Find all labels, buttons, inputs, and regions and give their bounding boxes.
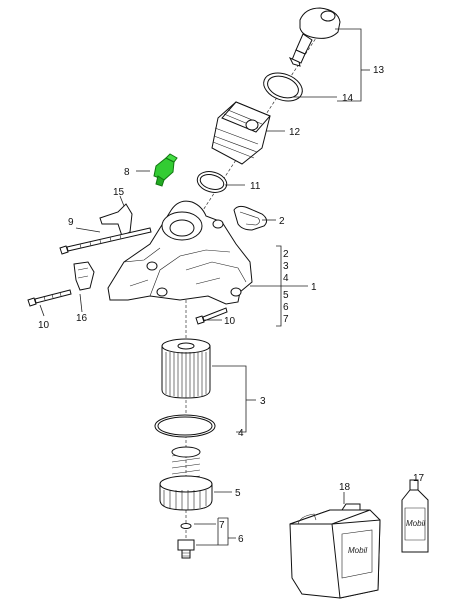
label-8: 8 bbox=[124, 167, 130, 178]
label-3: 3 bbox=[260, 396, 266, 407]
part-1-filter-housing[interactable] bbox=[107, 200, 253, 305]
label-12: 12 bbox=[289, 127, 301, 138]
label-4: 4 bbox=[238, 428, 244, 439]
label-18: 18 bbox=[339, 482, 351, 493]
label-15: 15 bbox=[113, 187, 125, 198]
part-8-sensor[interactable] bbox=[153, 153, 178, 187]
label-7: 7 bbox=[219, 520, 225, 531]
label-10-right: 10 bbox=[224, 316, 236, 327]
label-16: 16 bbox=[76, 313, 88, 324]
part-10-bolt-right[interactable] bbox=[195, 307, 228, 325]
label-9: 9 bbox=[68, 217, 74, 228]
label-group-7: 7 bbox=[283, 314, 289, 325]
label-1: 1 bbox=[311, 282, 317, 293]
part-6-drain-plug[interactable] bbox=[177, 539, 195, 559]
part-7-seal[interactable] bbox=[180, 523, 192, 529]
label-group-2: 2 bbox=[283, 249, 289, 260]
part-4-o-ring[interactable] bbox=[154, 414, 216, 438]
canister-brand-text: Mobil bbox=[348, 546, 367, 555]
bottle-brand-text: Mobil bbox=[406, 519, 425, 528]
part-9-bolt[interactable] bbox=[59, 227, 152, 255]
part-14-seal-ring[interactable] bbox=[260, 68, 306, 106]
label-17: 17 bbox=[413, 473, 425, 484]
label-14: 14 bbox=[342, 93, 354, 104]
label-13: 13 bbox=[373, 65, 385, 76]
label-group-5: 5 bbox=[283, 290, 289, 301]
label-10-left: 10 bbox=[38, 320, 50, 331]
part-11-o-ring[interactable] bbox=[195, 168, 229, 195]
part-13-filler-cap[interactable] bbox=[288, 7, 341, 67]
part-12-oil-cooler[interactable] bbox=[211, 101, 271, 165]
part-10-bolt-left[interactable] bbox=[27, 289, 72, 307]
label-2: 2 bbox=[279, 216, 285, 227]
part-16-bracket[interactable] bbox=[73, 261, 95, 291]
label-group-4: 4 bbox=[283, 273, 289, 284]
label-11: 11 bbox=[250, 181, 261, 192]
label-group-3: 3 bbox=[283, 261, 289, 272]
label-6: 6 bbox=[238, 534, 244, 545]
part-17-oil-bottle[interactable]: Mobil bbox=[401, 479, 429, 553]
part-3-filter-element[interactable] bbox=[161, 338, 211, 399]
part-18-oil-canister[interactable]: Mobil bbox=[289, 503, 381, 599]
label-5: 5 bbox=[235, 488, 241, 499]
part-2-gasket[interactable] bbox=[233, 205, 268, 231]
leader-lines bbox=[39, 28, 419, 546]
part-15-bracket[interactable] bbox=[99, 203, 133, 237]
label-group-6: 6 bbox=[283, 302, 289, 313]
part-5-filter-cover[interactable] bbox=[159, 446, 213, 511]
